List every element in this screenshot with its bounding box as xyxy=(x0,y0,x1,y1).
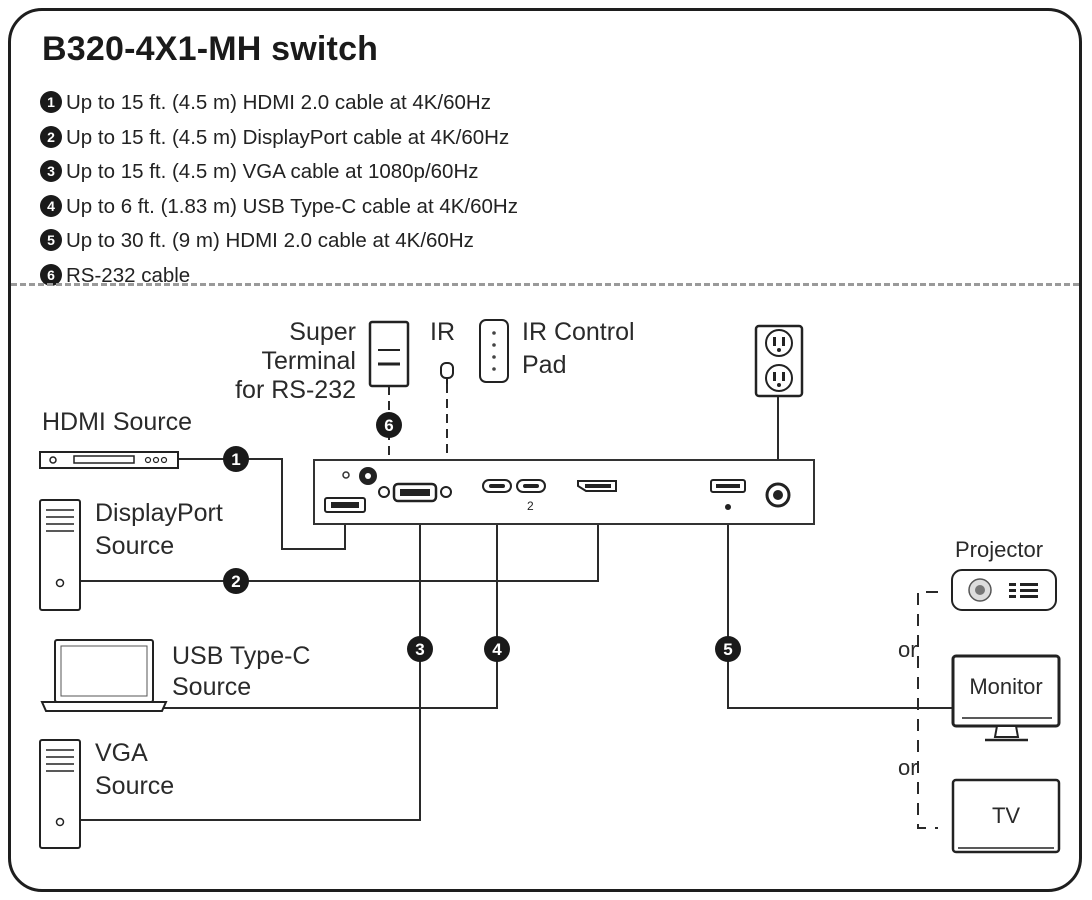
tv-label: TV xyxy=(992,803,1020,828)
legend-number-badge: 5 xyxy=(40,229,62,251)
legend-text: Up to 30 ft. (9 m) HDMI 2.0 cable at 4K/… xyxy=(66,229,474,252)
usbc-port-2-icon xyxy=(516,479,546,493)
badge-number-6: 6 xyxy=(384,416,393,435)
monitor-label: Monitor xyxy=(969,674,1042,699)
badge-number-3: 3 xyxy=(415,640,424,659)
badge-number-2: 2 xyxy=(231,572,240,591)
ir-label: IR xyxy=(430,318,455,346)
badge-circle xyxy=(484,636,510,662)
badge-number-1: 1 xyxy=(231,450,240,469)
hdmi-output-indicator-icon xyxy=(725,504,731,510)
badge-circle xyxy=(715,636,741,662)
usbc-port-1-icon xyxy=(482,479,512,493)
super-terminal-pc-icon xyxy=(368,320,410,388)
cable-vga xyxy=(80,500,421,821)
vga-source-tower-icon xyxy=(39,739,81,849)
wall-outlet-icon xyxy=(754,324,804,398)
diagram-title: B320-4X1-MH switch xyxy=(42,30,379,68)
legend-text: Up to 15 ft. (4.5 m) HDMI 2.0 cable at 4… xyxy=(66,91,491,114)
ir-control-pad-icon xyxy=(479,319,509,383)
legend-number-badge: 3 xyxy=(40,160,62,182)
displayport-port-icon xyxy=(577,480,617,492)
vga-source-label-line-2: Source xyxy=(95,772,174,800)
ir-control-pad-label-line-1: IR Control xyxy=(522,318,635,346)
badge-number-4: 4 xyxy=(492,640,502,659)
vga-port-icon xyxy=(378,482,452,503)
cables xyxy=(80,384,960,829)
hdmi-source-device-icon xyxy=(39,451,179,469)
hdmi-source-label: HDMI Source xyxy=(42,408,192,436)
tv-icon xyxy=(951,778,1061,854)
super-terminal-label-line-2: Terminal xyxy=(262,347,356,375)
power-led-icon xyxy=(342,471,350,479)
monitor-icon xyxy=(951,654,1061,742)
cable-number-badges: 1 2 3 4 5 6 xyxy=(223,412,741,662)
projector-icon xyxy=(951,569,1057,611)
legend-number-badge: 4 xyxy=(40,194,62,217)
cable-hdmi-output xyxy=(727,490,960,709)
switch-unit: 2 xyxy=(313,459,815,525)
legend-text: Up to 15 ft. (4.5 m) DisplayPort cable a… xyxy=(66,125,510,149)
legend-number-badge: 1 xyxy=(40,91,62,113)
super-terminal-label-line-1: Super xyxy=(289,318,356,346)
ir-sensor-dot xyxy=(365,473,371,479)
displayport-source-tower-icon xyxy=(39,499,81,611)
badge-circle xyxy=(407,636,433,662)
output-alternatives-bracket xyxy=(917,591,938,829)
usbc-port-mark: 2 xyxy=(527,499,534,513)
badge-circle xyxy=(223,446,249,472)
projector-label: Projector xyxy=(955,537,1043,562)
legend-text: Up to 15 ft. (4.5 m) VGA cable at 1080p/… xyxy=(66,160,479,183)
usbc-source-laptop-icon xyxy=(40,639,168,712)
ir-receiver-icon xyxy=(440,362,454,384)
diagram-frame xyxy=(8,8,1082,892)
ir-control-pad-label-line-2: Pad xyxy=(522,351,566,379)
usbc-source-label-line-1: USB Type-C xyxy=(172,642,310,670)
hdmi-input-port-icon xyxy=(324,497,366,513)
usbc-source-label-line-2: Source xyxy=(172,673,251,701)
hdmi-output-port-icon xyxy=(710,479,746,493)
badge-number-5: 5 xyxy=(723,640,732,659)
legend-text: Up to 6 ft. (1.83 m) USB Type-C cable at… xyxy=(66,194,518,218)
badge-circle xyxy=(223,568,249,594)
section-divider xyxy=(11,283,1079,286)
legend-text: RS-232 cable xyxy=(66,263,191,287)
or-label-2: or xyxy=(898,755,918,780)
displayport-source-label-line-1: DisplayPort xyxy=(95,499,223,527)
legend-number-badge: 2 xyxy=(40,125,62,148)
vga-source-label-line-1: VGA xyxy=(95,739,148,767)
power-jack-icon xyxy=(765,482,791,508)
displayport-source-label-line-2: Source xyxy=(95,532,174,560)
badge-circle xyxy=(376,412,402,438)
legend-number-badge: 6 xyxy=(40,263,62,286)
cable-usbc xyxy=(160,490,498,709)
or-label-1: or xyxy=(898,637,918,662)
super-terminal-label-line-3: for RS-232 xyxy=(235,376,356,404)
